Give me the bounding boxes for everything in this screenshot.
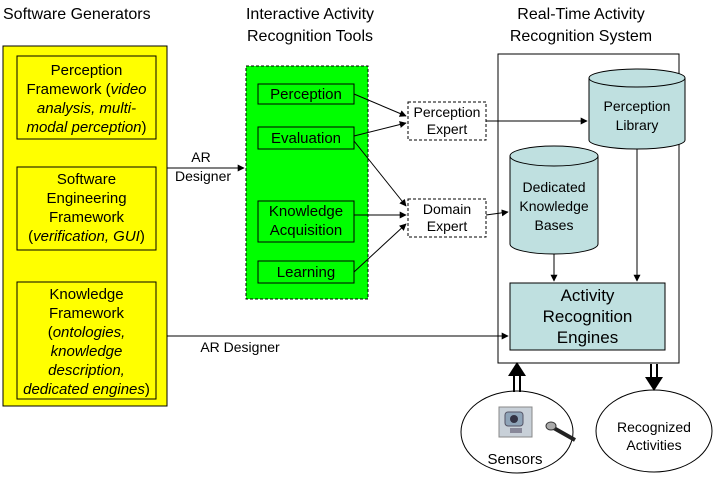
tool-evaluation-label: Evaluation xyxy=(270,130,342,147)
software-eng-line2: Engineering xyxy=(46,190,127,207)
knowledge-line4: knowledge xyxy=(50,343,123,360)
perception-framework-line2-plain: Framework ( xyxy=(26,81,111,98)
activity-recognition-engines-box xyxy=(509,282,666,351)
dkb-line2: Knowledge xyxy=(519,198,589,214)
arrow-sensors-to-system xyxy=(508,362,526,392)
tool-learning-label: Learning xyxy=(276,264,336,281)
knowledge-line5: description, xyxy=(48,362,125,379)
ar-designer-top-line2: Designer xyxy=(174,168,232,184)
header-tools-line2: Recognition Tools xyxy=(246,28,373,45)
perception-framework-box xyxy=(16,55,157,140)
knowledge-framework-text: Knowledge Framework (ontologies, knowled… xyxy=(17,285,156,399)
arrow-domain-expert-to-dkb xyxy=(485,209,509,217)
perception-library-cylinder xyxy=(588,68,686,150)
perception-expert-line2: Expert xyxy=(426,121,468,137)
knowledge-framework-box xyxy=(16,281,157,400)
sensors-label: Sensors xyxy=(487,451,543,468)
ar-designer-top-line1: AR xyxy=(191,149,211,165)
software-engineering-framework-box xyxy=(16,166,157,251)
tools-panel xyxy=(245,65,369,300)
dkb-line3: Bases xyxy=(534,217,574,233)
tool-knowledge-line1: Knowledge xyxy=(268,203,344,220)
arrow-perception-to-perception-expert xyxy=(353,93,407,117)
software-eng-line4-start: ( xyxy=(28,228,34,245)
perception-framework-line4: modal perception) xyxy=(17,118,156,137)
knowledge-line3-start: ( xyxy=(47,324,53,341)
arrow-evaluation-to-domain-expert xyxy=(353,140,407,207)
perception-framework-line4-end: ) xyxy=(141,119,147,136)
camera-sensor-image xyxy=(498,406,533,438)
perception-framework-line2: Framework (video xyxy=(17,80,156,99)
tool-perception-label: Perception xyxy=(270,86,342,103)
knowledge-line3: (ontologies, xyxy=(17,323,156,342)
knowledge-line3-italic: ontologies, xyxy=(52,324,126,341)
perception-framework-line3: analysis, multi- xyxy=(36,100,137,117)
perception-library-line2: Library xyxy=(615,117,659,133)
knowledge-line2: Framework xyxy=(48,305,124,322)
domain-expert-box xyxy=(407,198,487,238)
arrow-system-to-recognized xyxy=(645,364,663,391)
tool-knowledge-acquisition-box xyxy=(257,200,355,243)
knowledge-line1: Knowledge xyxy=(49,286,124,303)
ar-designer-bottom-label: AR Designer xyxy=(200,339,280,355)
dedicated-knowledge-bases-cylinder xyxy=(509,145,599,255)
software-eng-line1: Software xyxy=(56,171,117,188)
header-system-line2: Recognition System xyxy=(509,28,653,45)
dkb-line1: Dedicated xyxy=(522,179,586,195)
knowledge-line6: dedicated engines) xyxy=(17,380,156,399)
header-tools-line1: Interactive Activity xyxy=(245,6,375,23)
recognized-line2: Activities xyxy=(626,437,682,453)
microphone-sensor-image xyxy=(545,421,576,442)
software-eng-line4-italic: verification, GUI xyxy=(33,228,140,245)
perception-library-line1: Perception xyxy=(603,98,671,114)
knowledge-line6-italic: dedicated engines xyxy=(23,381,145,398)
domain-expert-line1: Domain xyxy=(422,201,472,217)
perception-framework-line2-italic: video xyxy=(110,81,147,98)
domain-expert-line2: Expert xyxy=(426,218,468,234)
arrow-evaluation-to-perception-expert xyxy=(353,121,407,137)
software-eng-line4: (verification, GUI) xyxy=(17,227,156,246)
knowledge-line6-end: ) xyxy=(144,381,150,398)
perception-framework-line1: Perception xyxy=(50,62,123,79)
tool-knowledge-line2: Acquisition xyxy=(269,222,343,239)
tool-evaluation-box xyxy=(257,126,355,150)
perception-framework-text: Perception Framework (video analysis, mu… xyxy=(17,61,156,137)
perception-framework-line4-italic: modal perception xyxy=(26,119,142,136)
software-engineering-framework-text: Software Engineering Framework (verifica… xyxy=(17,170,156,246)
software-eng-line3: Framework xyxy=(48,209,124,226)
software-eng-line4-end: ) xyxy=(139,228,145,245)
arrow-learning-to-domain-expert xyxy=(353,223,407,273)
engines-line2: Recognition xyxy=(542,307,633,326)
header-software-generators: Software Generators xyxy=(3,6,151,23)
engines-line3: Engines xyxy=(556,328,619,347)
perception-expert-line1: Perception xyxy=(413,104,481,120)
header-system-line1: Real-Time Activity xyxy=(517,6,645,23)
engines-line1: Activity xyxy=(560,286,615,305)
recognized-line1: Recognized xyxy=(617,419,691,435)
